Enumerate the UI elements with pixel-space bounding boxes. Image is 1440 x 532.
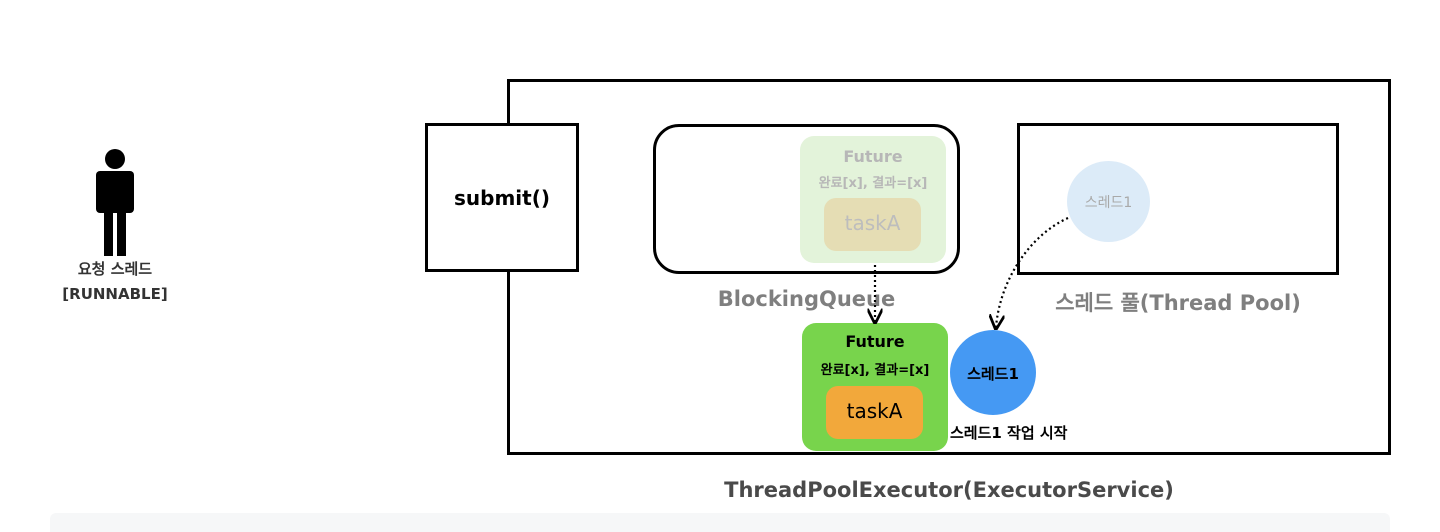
- queued-future-title: Future: [843, 147, 903, 166]
- queued-task-label: taskA: [844, 211, 901, 235]
- pool-thread-ghost-label: 스레드1: [1084, 195, 1133, 211]
- queued-task-ghost: [824, 198, 921, 251]
- task-box: [826, 386, 923, 439]
- request-thread-label: 요청 스레드: [77, 260, 153, 278]
- request-thread-state: [RUNNABLE]: [62, 285, 168, 303]
- thread-pool-box: [1017, 123, 1339, 275]
- worker-thread-caption: 스레드1 작업 시작: [950, 424, 1068, 442]
- worker-thread-circle: [950, 330, 1036, 415]
- submit-box: [425, 123, 579, 272]
- worker-thread-label: 스레드1: [967, 365, 1019, 383]
- queued-future-status: 완료[x], 결과=[x]: [818, 176, 928, 191]
- person-icon: [96, 149, 134, 256]
- future-status: 완료[x], 결과=[x]: [820, 363, 930, 378]
- blocking-queue-label: BlockingQueue: [717, 287, 896, 311]
- submit-label: submit(): [454, 186, 550, 210]
- task-label: taskA: [846, 399, 903, 423]
- future-title: Future: [845, 332, 905, 351]
- pool-thread-ghost: [1067, 161, 1150, 242]
- thread-pool-label: 스레드 풀(Thread Pool): [1055, 291, 1301, 315]
- executor-label: ThreadPoolExecutor(ExecutorService): [724, 478, 1174, 502]
- footer-bar: [50, 513, 1390, 532]
